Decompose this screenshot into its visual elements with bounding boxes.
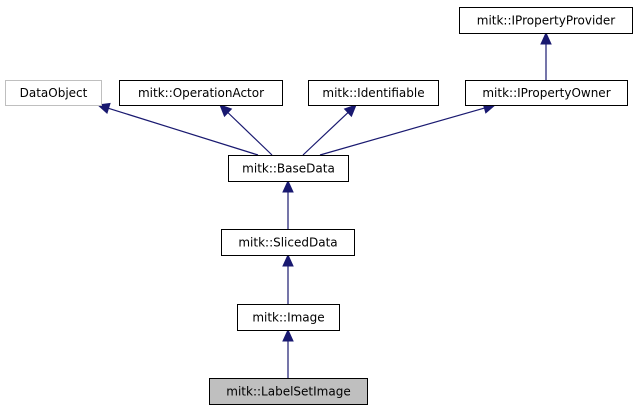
class-node-sliceddata[interactable]: mitk::SlicedData [221,229,355,256]
edge-line [227,112,273,156]
arrowhead-icon [540,31,552,45]
class-node-operationactor[interactable]: mitk::OperationActor [119,80,283,106]
class-node-labelsetimage[interactable]: mitk::LabelSetImage [209,378,368,405]
class-node-box [228,155,349,182]
edge-basedata-to-identifiable [302,104,357,156]
edge-image-to-sliceddata [282,253,294,304]
class-node-box [237,304,340,331]
class-node-ipropertyowner[interactable]: mitk::IPropertyOwner [465,80,628,106]
arrowhead-icon [282,328,294,342]
class-node-label: mitk::LabelSetImage [226,385,350,399]
class-node-label: mitk::IPropertyOwner [482,86,610,100]
edge-basedata-to-dataobject [96,102,259,156]
class-node-box [5,80,102,106]
class-node-box [308,80,439,106]
class-node-basedata[interactable]: mitk::BaseData [228,155,349,182]
edge-line [302,112,349,156]
arrowhead-icon [282,179,294,193]
class-node-label: mitk::BaseData [242,162,335,176]
class-node-box [209,378,368,405]
edge-labelsetimage-to-image [282,328,294,378]
class-node-label: mitk::Image [252,311,324,325]
edge-sliceddata-to-basedata [282,179,294,229]
class-node-label: mitk::Identifiable [322,86,424,100]
class-node-box [459,7,633,34]
class-node-identifiable[interactable]: mitk::Identifiable [308,80,439,106]
class-node-dataobject: DataObject [5,80,102,106]
class-node-image[interactable]: mitk::Image [237,304,340,331]
arrowhead-icon [343,104,357,118]
class-node-label: mitk::SlicedData [238,236,337,250]
class-node-label: mitk::OperationActor [138,86,264,100]
class-node-box [119,80,283,106]
class-node-box [221,229,355,256]
class-node-label: mitk::IPropertyProvider [477,14,616,28]
edge-basedata-to-operationactor [219,104,273,156]
edge-line [319,107,485,156]
class-node-box [465,80,628,106]
class-node-ipropertyprovider[interactable]: mitk::IPropertyProvider [459,7,633,34]
edge-ipropertyowner-to-ipropertyprovider [540,31,552,80]
arrowhead-icon [282,253,294,267]
arrowhead-icon [219,104,233,118]
class-node-label: DataObject [20,86,88,100]
edge-line [108,107,259,156]
